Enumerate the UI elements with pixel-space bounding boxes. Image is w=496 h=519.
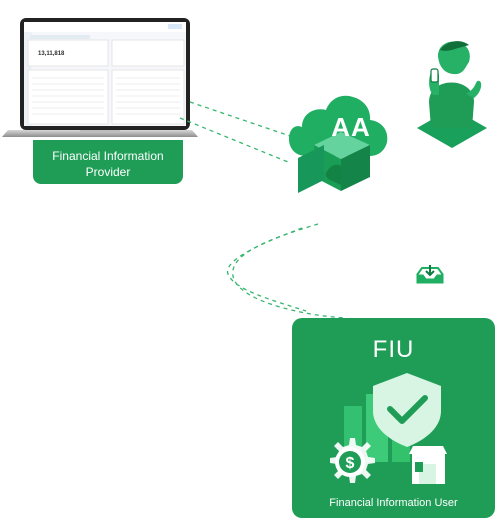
aa-cloud xyxy=(289,95,388,156)
shield-icon xyxy=(373,373,441,447)
svg-text:$: $ xyxy=(346,455,355,472)
provider-laptop: 13,11,818 xyxy=(2,18,198,137)
fip-to-aa-line-1 xyxy=(189,101,291,137)
fiu-title: FIU xyxy=(372,336,415,363)
dashboard-top-button xyxy=(168,24,182,29)
user-figure xyxy=(417,41,487,148)
download-tray-icon xyxy=(416,265,444,284)
fip-label-line-1: Financial Information xyxy=(52,149,164,163)
laptop-base xyxy=(2,130,198,137)
aa-to-fiu-line-2 xyxy=(227,227,307,312)
fip-to-aa-line-2 xyxy=(179,117,289,163)
aa-platform-ramp xyxy=(298,145,324,193)
fiu-illustration: $ xyxy=(330,373,447,484)
laptop-notch xyxy=(80,130,120,132)
user-hair xyxy=(440,41,469,51)
dashboard-title-bar xyxy=(30,35,90,39)
aa-label: AA xyxy=(331,112,371,142)
dashboard-metric: 13,11,818 xyxy=(38,51,65,57)
gear-dollar-icon: $ xyxy=(330,438,375,483)
aa-to-fiu-line-1 xyxy=(232,223,347,319)
phone-icon xyxy=(430,68,439,83)
fiu-card: FIU $ Financial Information User xyxy=(292,318,495,518)
aa-platform-top xyxy=(314,132,370,159)
fiu-label: Financial Information User xyxy=(329,497,458,509)
fip-label-line-2: Provider xyxy=(85,165,131,179)
store-icon xyxy=(409,446,447,484)
aa-platform xyxy=(289,95,388,193)
dashboard-card-left xyxy=(27,39,109,67)
dashboard-table-left xyxy=(27,69,109,125)
aa-platform-right xyxy=(341,145,370,191)
user-right-arm xyxy=(466,80,482,98)
fip-label-card: Financial Information Provider xyxy=(33,140,183,184)
aa-platform-arch xyxy=(325,164,341,185)
user-body xyxy=(429,82,474,128)
check-icon xyxy=(387,395,428,424)
dashboard-header xyxy=(24,22,186,32)
dashboard-card-right xyxy=(111,39,185,67)
dashboard-table-right xyxy=(111,69,185,125)
